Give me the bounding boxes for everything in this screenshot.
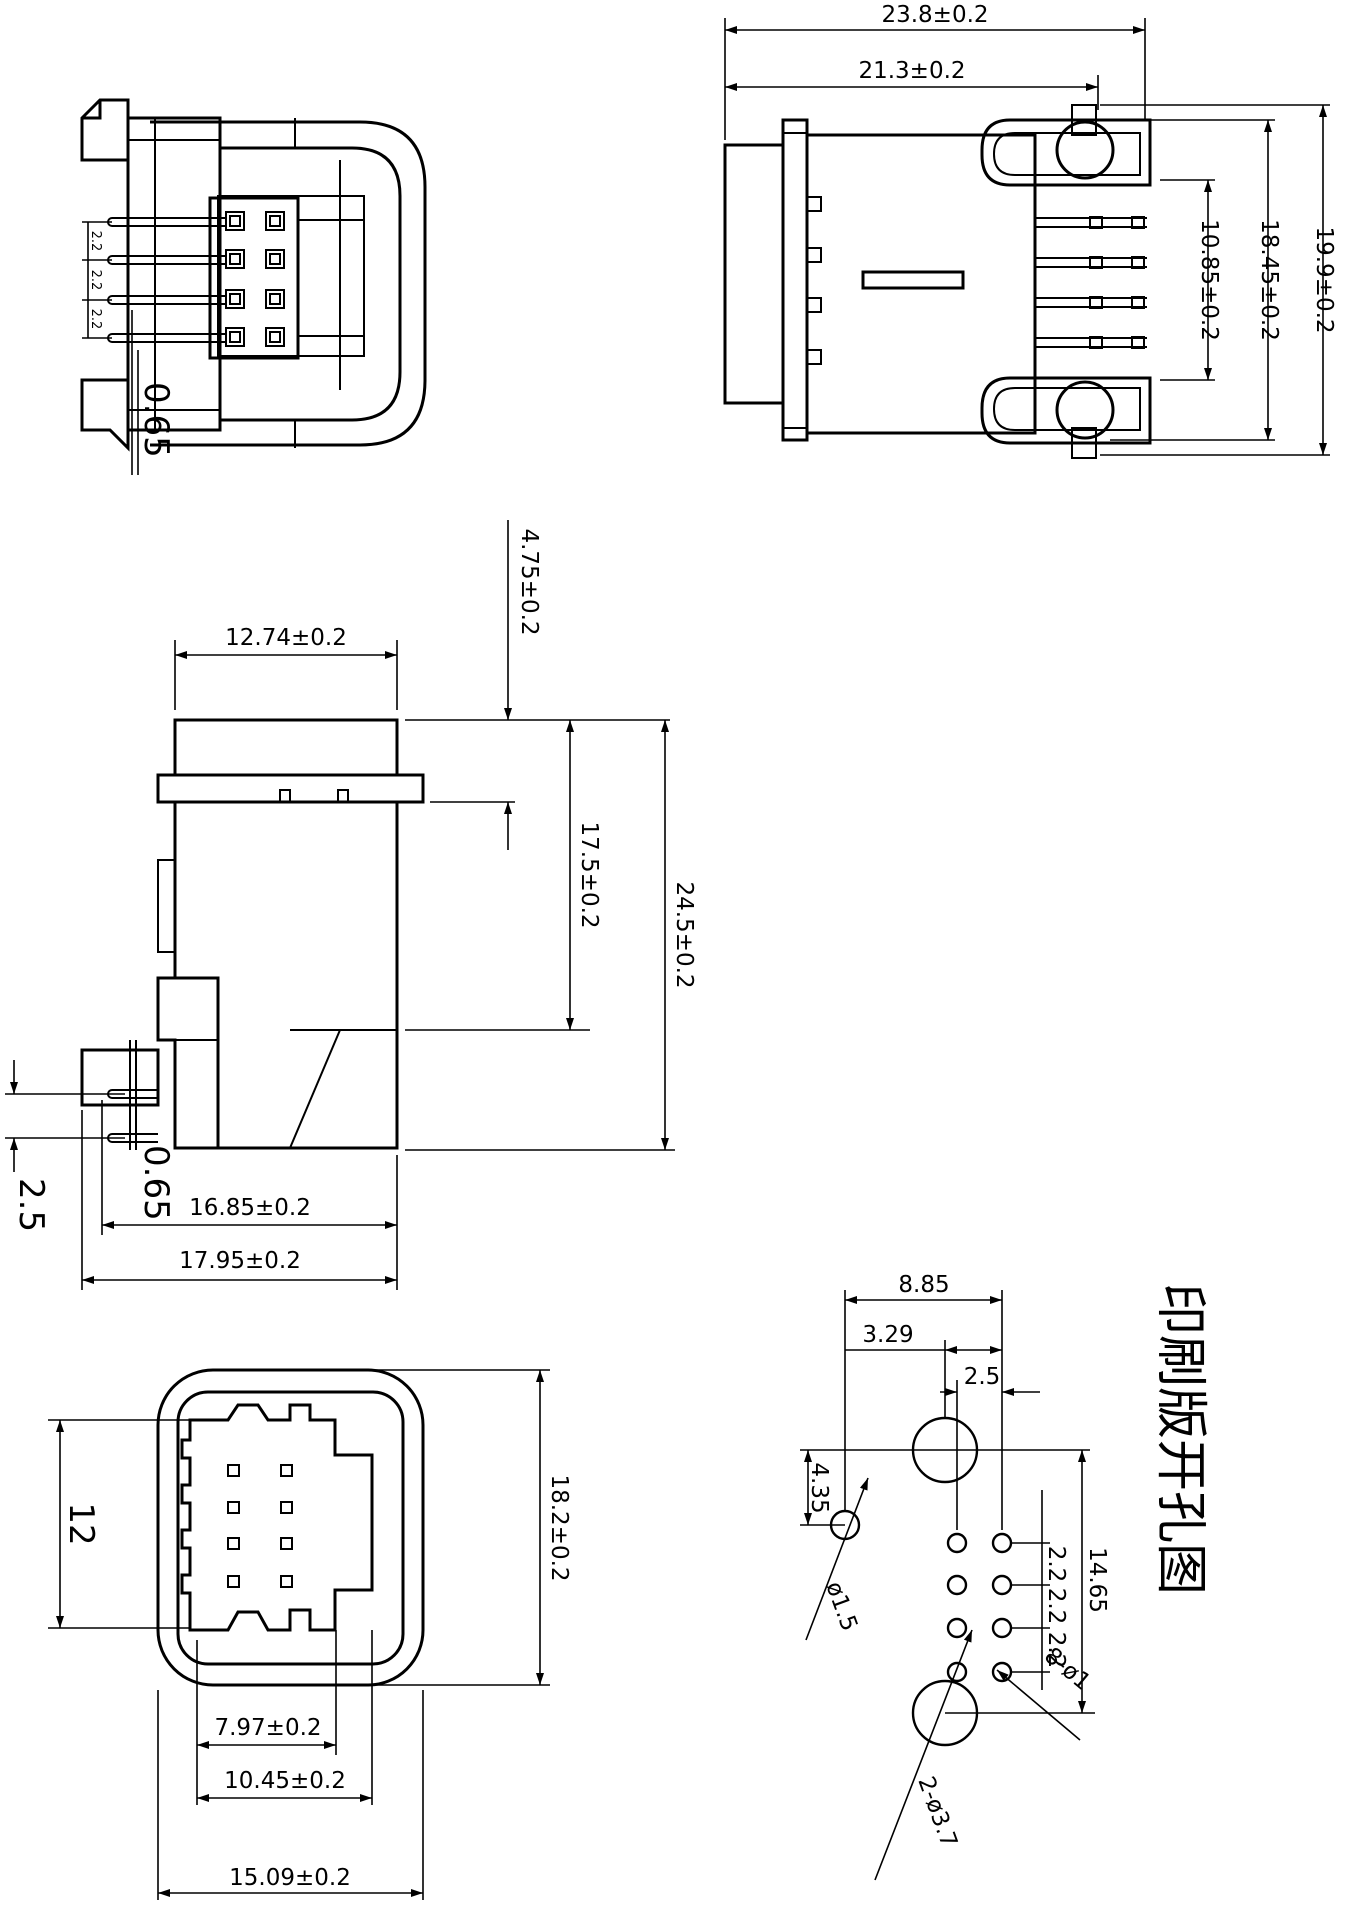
top-body-height: 18.45±0.2 bbox=[1256, 219, 1282, 341]
pcb-pitch-1: 2.2 bbox=[1043, 1546, 1069, 1583]
top-body bbox=[805, 133, 1037, 435]
side-flange-width: 12.74±0.2 bbox=[225, 625, 347, 651]
top-pin-span: 10.85±0.2 bbox=[1196, 219, 1222, 341]
face-inner-shell bbox=[176, 1390, 405, 1666]
pcb-pin-holes bbox=[946, 1532, 1013, 1683]
face-key-width: 7.97±0.2 bbox=[214, 1715, 321, 1741]
mating-face-view: 12 18.2±0.2 7.97±0.2 10.45±0.2 15.09±0.2 bbox=[48, 1368, 572, 1900]
front-pins bbox=[107, 217, 226, 343]
top-body-width: 21.3±0.2 bbox=[858, 58, 965, 84]
pcb-pitch-2: 2.2 bbox=[1043, 1588, 1069, 1625]
side-pin-offset: 2.5 bbox=[11, 1178, 51, 1232]
front-frame-outer bbox=[150, 120, 427, 447]
face-inner-width: 10.45±0.2 bbox=[224, 1768, 346, 1794]
face-outer-shell bbox=[156, 1368, 425, 1687]
front-pitch-2: 2.2 bbox=[88, 270, 103, 291]
side-plug-housing bbox=[173, 718, 399, 777]
front-view: 2.2 2.2 2.2 0.65 bbox=[80, 98, 427, 475]
front-contacts bbox=[225, 211, 285, 347]
top-view: 23.8±0.2 21.3±0.2 10.85±0.2 18.45±0.2 19… bbox=[723, 2, 1337, 459]
face-contacts bbox=[227, 1464, 293, 1588]
top-upper-latch bbox=[980, 118, 1152, 187]
front-frame-inner bbox=[220, 146, 402, 422]
side-depth-pin: 16.85±0.2 bbox=[189, 1195, 311, 1221]
top-flange bbox=[781, 118, 809, 442]
face-inner-height: 12 bbox=[61, 1502, 101, 1545]
pcb-dim-4-35: 4.35 bbox=[806, 1462, 832, 1513]
pcb-small-hole-label: ø1.5 bbox=[820, 1578, 862, 1634]
face-outer-width: 15.09±0.2 bbox=[229, 1865, 351, 1891]
front-lower-latch-tab bbox=[80, 378, 130, 452]
top-upper-post bbox=[1055, 120, 1115, 180]
top-front-housing bbox=[723, 143, 785, 405]
pcb-layout-title: 印刷版开孔图 bbox=[1150, 1283, 1210, 1595]
side-overall-height: 24.5±0.2 bbox=[671, 881, 697, 988]
side-flange-height: 4.75±0.2 bbox=[516, 528, 542, 635]
top-overall-height: 19.9±0.2 bbox=[1311, 226, 1337, 333]
front-pitch-1: 2.2 bbox=[88, 231, 103, 252]
front-pitch-3: 2.2 bbox=[88, 309, 103, 330]
front-upper-latch-tab bbox=[80, 98, 130, 162]
side-body-height: 17.5±0.2 bbox=[576, 821, 602, 928]
pcb-dim-8-85: 8.85 bbox=[898, 1272, 949, 1298]
face-insert bbox=[180, 1403, 374, 1632]
top-overall-width: 23.8±0.2 bbox=[881, 2, 988, 28]
top-lower-latch bbox=[980, 376, 1152, 445]
side-body bbox=[156, 802, 399, 1150]
top-lower-post bbox=[1055, 380, 1115, 440]
side-latch bbox=[80, 1048, 160, 1107]
pcb-pitch-3: 2.2 bbox=[1043, 1632, 1069, 1669]
pcb-mount-holes-label: 2-ø3.7 bbox=[912, 1773, 962, 1851]
pcb-dim-3-29: 3.29 bbox=[862, 1322, 913, 1348]
top-pins bbox=[1035, 216, 1147, 349]
side-depth-total: 17.95±0.2 bbox=[179, 1248, 301, 1274]
front-back-plate bbox=[126, 116, 222, 432]
side-pin-thickness: 0.65 bbox=[136, 1145, 176, 1221]
pcb-dim-14-65: 14.65 bbox=[1084, 1547, 1110, 1613]
pcb-dim-2-5: 2.5 bbox=[964, 1364, 1001, 1390]
side-view: 12.74±0.2 4.75±0.2 17.5±0.2 24.5±0.2 16.… bbox=[5, 520, 697, 1290]
pcb-layout-view: 8.85 3.29 2.5 4.35 14.65 2.2 2.2 2.2 ø1.… bbox=[800, 1272, 1210, 1881]
top-marking bbox=[861, 270, 965, 290]
face-outer-height: 18.2±0.2 bbox=[546, 1474, 572, 1581]
front-pin-thickness: 0.65 bbox=[136, 382, 176, 458]
